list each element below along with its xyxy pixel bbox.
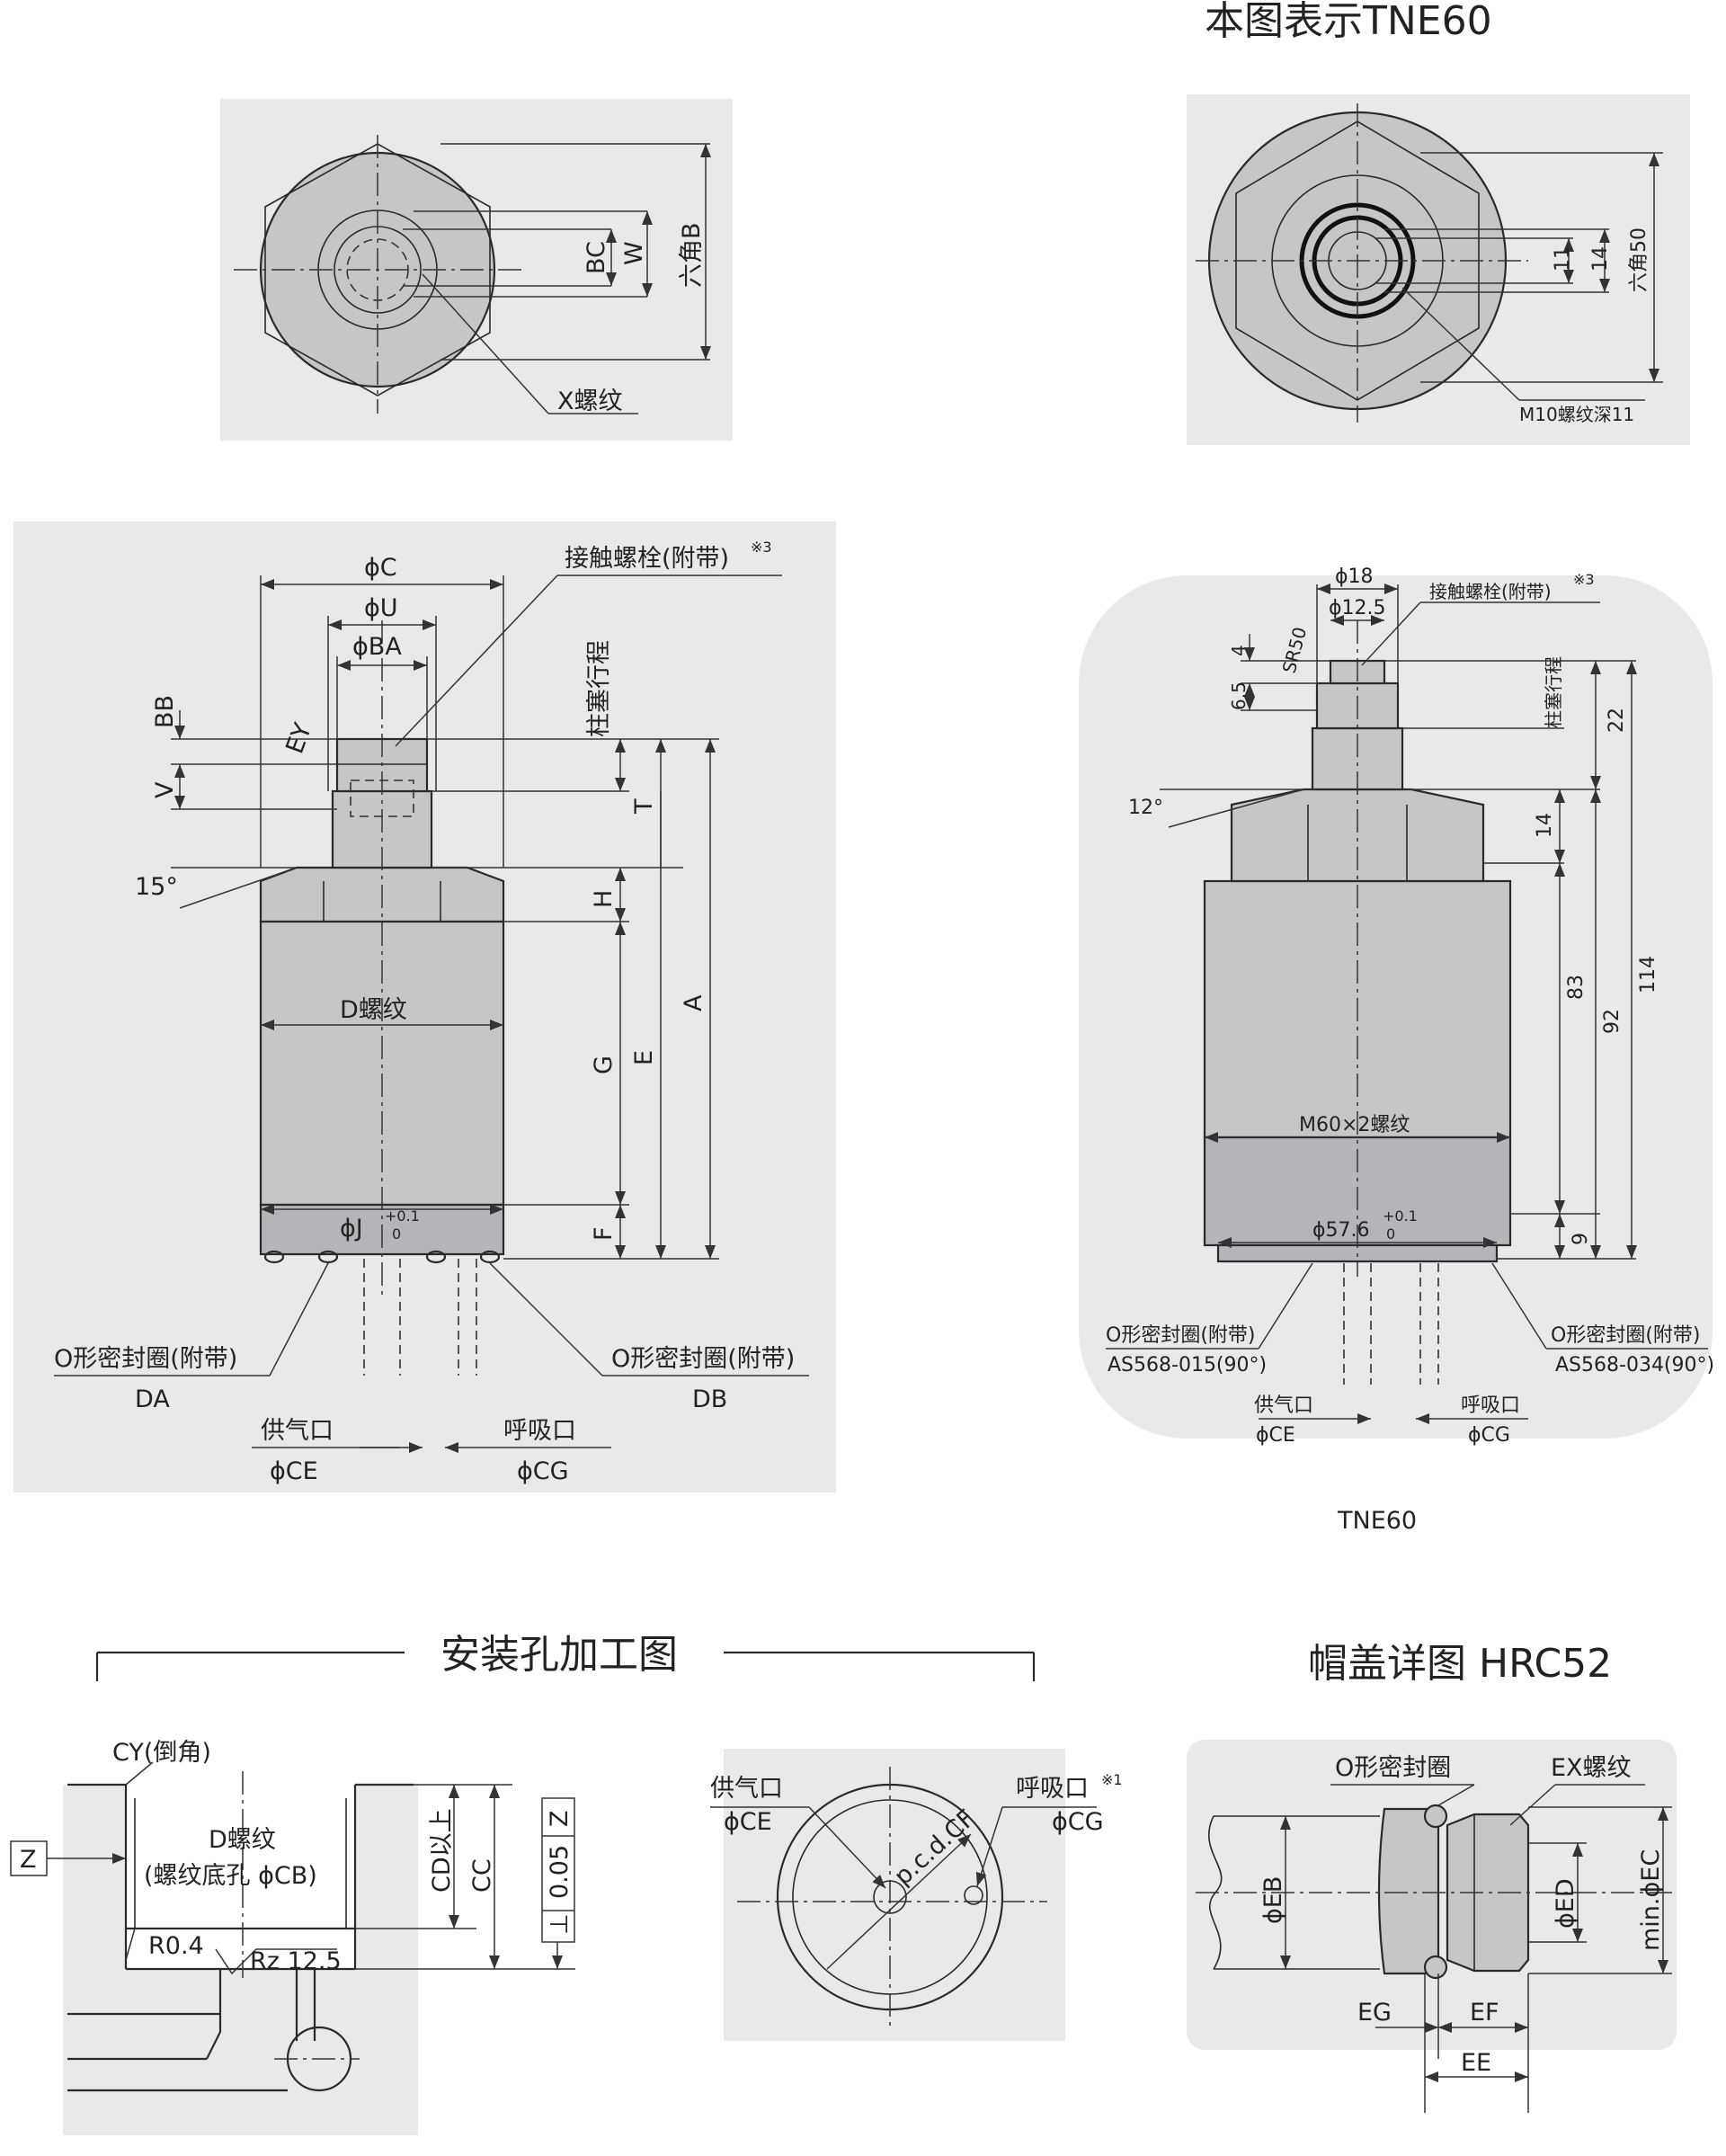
label-h: H — [590, 890, 618, 908]
label-83: 83 — [1565, 975, 1588, 1000]
label-phi576: ϕ57.6 — [1312, 1219, 1370, 1242]
label-phi-cg-hole: ϕCG — [1052, 1808, 1104, 1836]
label-phi-j: ϕJ — [340, 1215, 363, 1243]
label-22: 22 — [1606, 708, 1628, 733]
label-phi-cg: ϕCG — [517, 1457, 569, 1485]
label-as015: AS568-015(90°) — [1108, 1354, 1267, 1376]
label-hex-b: 六角B — [678, 222, 706, 288]
label-g: G — [590, 1056, 618, 1074]
label-cc: CC — [468, 1858, 496, 1893]
tne60-title: 本图表示TNE60 — [1205, 0, 1492, 44]
label-perp: ⊥ — [546, 1913, 574, 1935]
label-14-side: 14 — [1534, 813, 1556, 838]
label-14-top: 14 — [1589, 246, 1612, 272]
label-tol005: 0.05 — [546, 1845, 574, 1899]
label-v: V — [151, 781, 179, 798]
label-phi-ce: ϕCE — [270, 1457, 318, 1485]
label-576-tol-plus: +0.1 — [1383, 1207, 1418, 1225]
label-11: 11 — [1552, 246, 1574, 272]
label-9: 9 — [1570, 1233, 1592, 1245]
label-rz: Rz 12.5 — [250, 1947, 342, 1975]
label-e: E — [630, 1050, 658, 1065]
label-m60: M60×2螺纹 — [1299, 1114, 1410, 1136]
label-oring-cap: O形密封圈 — [1335, 1754, 1451, 1782]
label-phi18: ϕ18 — [1335, 566, 1374, 588]
label-t: T — [630, 798, 658, 815]
label-breath-hole: 呼吸口 — [1016, 1775, 1089, 1803]
label-phi-c: ϕC — [364, 554, 397, 582]
label-15deg: 15° — [135, 873, 178, 901]
label-oring-034: O形密封圈(附带) — [1551, 1324, 1700, 1347]
label-supply-hole: 供气口 — [710, 1775, 783, 1803]
label-as034: AS568-034(90°) — [1555, 1354, 1714, 1376]
tne60-caption: TNE60 — [1337, 1507, 1417, 1535]
label-4: 4 — [1228, 645, 1250, 656]
label-r04: R0.4 — [148, 1932, 204, 1960]
label-oring-db: O形密封圈(附带) — [611, 1345, 795, 1373]
label-contact-bolt: 接触螺栓(附带) — [565, 545, 729, 573]
label-z-datum: Z — [20, 1846, 37, 1874]
label-phi-eb: ϕEB — [1259, 1876, 1287, 1924]
label-phi125: ϕ12.5 — [1329, 597, 1386, 619]
label-breath-r: 呼吸口 — [1461, 1394, 1520, 1417]
label-cy: CY(倒角) — [112, 1739, 211, 1767]
label-w: W — [620, 241, 648, 265]
label-phi-ce-hole: ϕCE — [724, 1808, 772, 1836]
top-right-end-view: 本图表示TNE60 11 14 六角50 M10螺纹深11 — [1187, 0, 1690, 445]
label-min-phi-ec: min.ϕEC — [1637, 1849, 1665, 1951]
label-bc: BC — [583, 241, 610, 274]
label-6-5: 6.5 — [1228, 682, 1250, 710]
label-da: DA — [135, 1385, 170, 1413]
label-plunger-stroke-r: 柱塞行程 — [1543, 656, 1564, 728]
mount-hole-title: 安装孔加工图 — [440, 1632, 678, 1678]
label-bb: BB — [151, 695, 179, 728]
label-d-thread: D螺纹 — [340, 996, 407, 1024]
left-side-view: ϕC ϕU ϕBA 接触螺栓(附带) ※3 BB EY V 15° 柱塞行程 T — [13, 521, 836, 1492]
label-ef: EF — [1470, 1999, 1499, 2027]
label-phi-ed: ϕED — [1552, 1878, 1579, 1929]
cap-detail-section: 帽盖详图 HRC52 ϕEB ϕED min.ϕEC O形密封圈 EX螺纹 EG… — [1187, 1641, 1677, 2113]
top-left-end-view: BC W 六角B X螺纹 — [220, 99, 733, 441]
label-d-thread-hole: D螺纹 — [209, 1826, 276, 1854]
label-m10: M10螺纹深11 — [1519, 404, 1634, 425]
label-bore: (螺纹底孔 ϕCB) — [144, 1862, 317, 1890]
label-12deg: 12° — [1128, 797, 1163, 819]
label-oring-da: O形密封圈(附带) — [54, 1345, 237, 1373]
label-plunger-stroke: 柱塞行程 — [585, 640, 613, 737]
label-ee: EE — [1461, 2049, 1491, 2077]
label-j-tol-zero: 0 — [392, 1225, 401, 1243]
label-92: 92 — [1601, 1009, 1624, 1034]
label-note3-r: ※3 — [1573, 571, 1595, 588]
label-ex-thread: EX螺纹 — [1551, 1754, 1632, 1782]
label-a: A — [680, 994, 707, 1011]
right-side-view: M60×2螺纹 ϕ57.6 +0.1 0 ϕ18 ϕ12.5 接触螺栓(附带) … — [1079, 566, 1714, 1535]
label-hex-50: 六角50 — [1628, 227, 1650, 292]
cap-detail-title: 帽盖详图 HRC52 — [1308, 1641, 1612, 1687]
label-oring-015: O形密封圈(附带) — [1106, 1324, 1255, 1347]
label-note3: ※3 — [751, 539, 772, 556]
label-phi-ce-r: ϕCE — [1256, 1424, 1295, 1447]
label-db: DB — [692, 1385, 727, 1413]
label-eg: EG — [1357, 1999, 1392, 2027]
label-114: 114 — [1637, 956, 1659, 993]
label-note1: ※1 — [1101, 1771, 1123, 1788]
mounting-hole-section: 安装孔加工图 CY(倒角) Z D螺纹 (螺纹底孔 ϕCB) — [10, 1632, 1123, 2135]
label-576-tol-zero: 0 — [1386, 1225, 1395, 1243]
label-phi-u: ϕU — [364, 594, 398, 622]
label-f: F — [590, 1226, 618, 1241]
label-z-ref: Z — [546, 1811, 574, 1828]
label-breath: 呼吸口 — [503, 1417, 576, 1445]
label-x-thread: X螺纹 — [557, 388, 623, 415]
label-contact-bolt-r: 接触螺栓(附带) — [1429, 581, 1552, 602]
label-phi-ba: ϕBA — [352, 633, 402, 661]
label-cd: CD以上 — [428, 1808, 456, 1893]
label-supply-r: 供气口 — [1254, 1394, 1313, 1417]
label-supply: 供气口 — [261, 1417, 334, 1445]
label-phi-cg-r: ϕCG — [1468, 1424, 1510, 1447]
label-j-tol-plus: +0.1 — [385, 1207, 420, 1225]
